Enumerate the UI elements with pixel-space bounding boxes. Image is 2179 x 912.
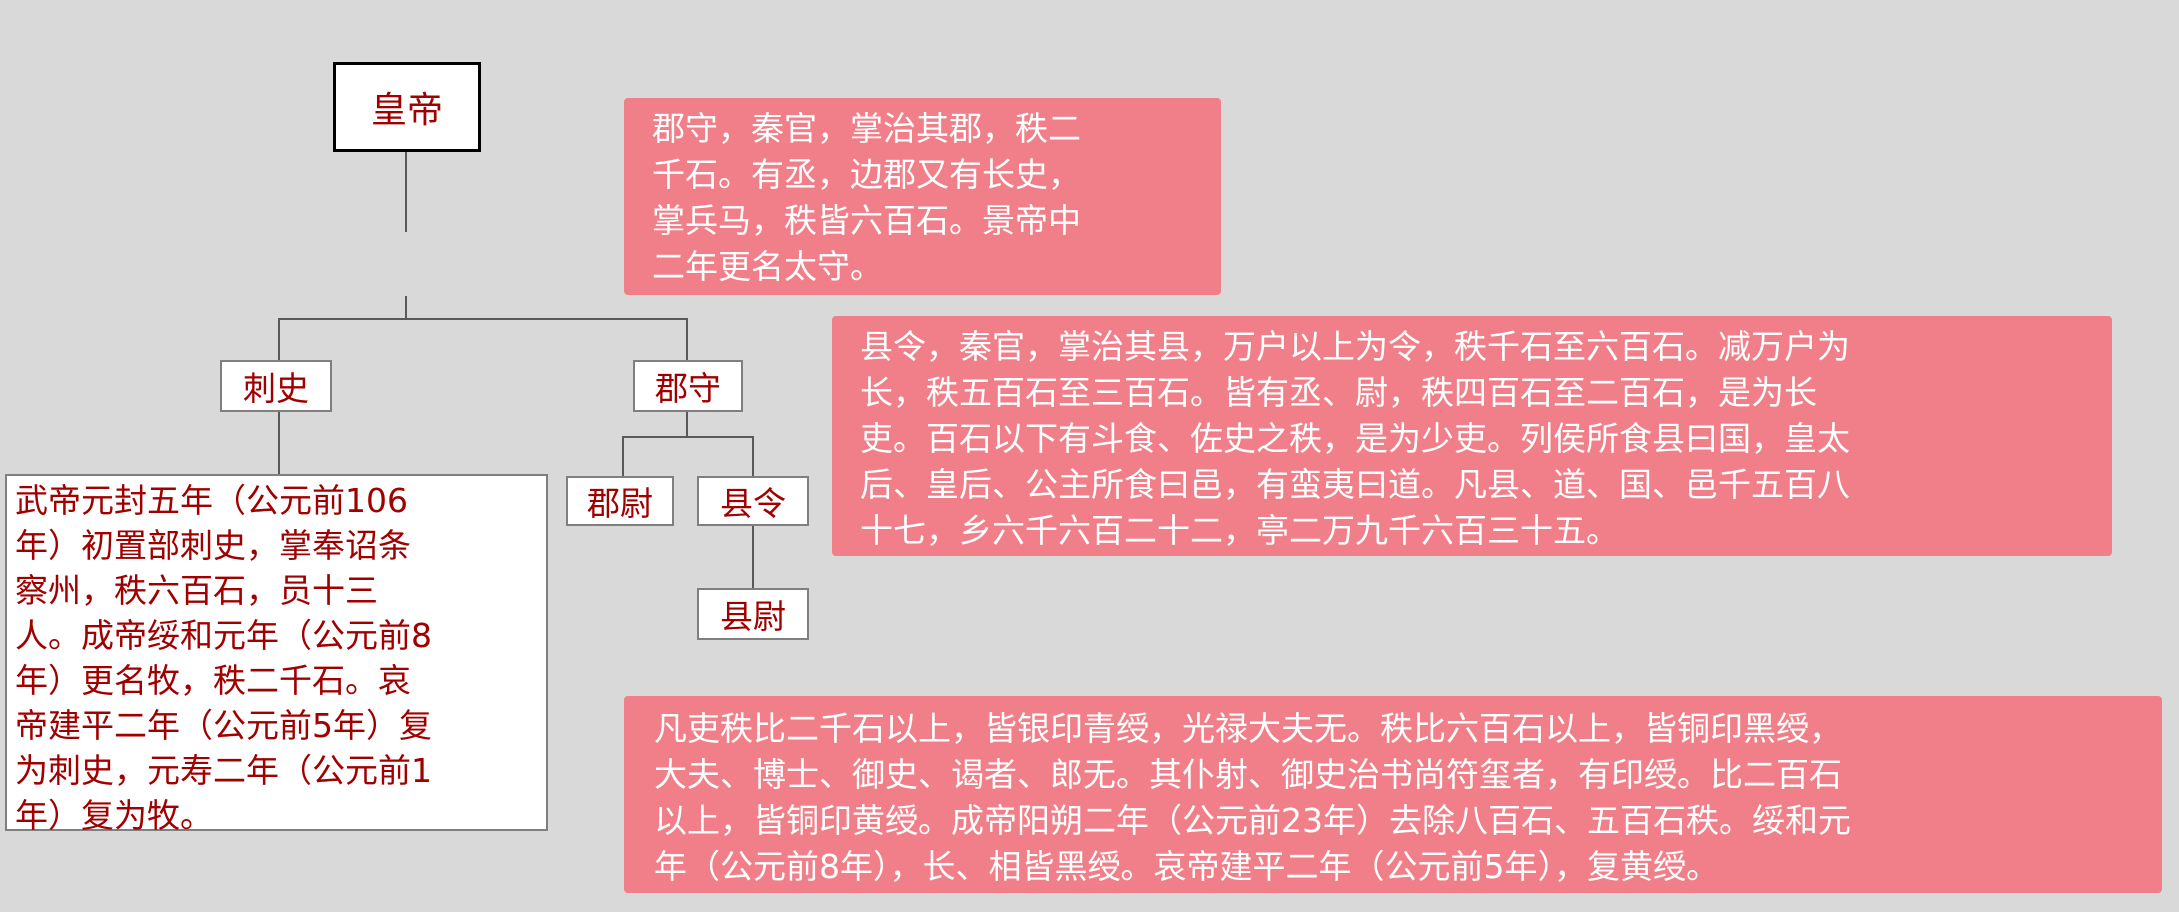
- node-xianling: 县令: [697, 476, 809, 526]
- note-cishi: 武帝元封五年（公元前106 年）初置部刺史，掌奉诏条 察州，秩六百石，员十三 人…: [5, 474, 548, 835]
- note-junshou: 郡守，秦官，掌治其郡，秩二 千石。有丞，边郡又有长史， 掌兵马，秩皆六百石。景帝…: [624, 98, 1221, 295]
- note-seals: 凡吏秩比二千石以上，皆银印青绶，光禄大夫无。秩比六百石以上，皆铜印黑绶， 大夫、…: [624, 696, 2162, 893]
- connector-emperor-down-2: [405, 296, 407, 318]
- connector-branch-horizontal: [278, 318, 688, 320]
- node-cishi: 刺史: [220, 360, 332, 412]
- connector-junshou-down: [686, 412, 688, 436]
- node-emperor: 皇帝: [333, 62, 481, 152]
- node-junwei: 郡尉: [566, 476, 674, 526]
- connector-sub-horizontal: [622, 436, 754, 438]
- connector-to-junshou: [686, 318, 688, 360]
- node-xianwei: 县尉: [697, 588, 809, 640]
- connector-to-xianwei: [752, 526, 754, 588]
- connector-to-junwei: [622, 436, 624, 476]
- connector-to-xianling: [752, 436, 754, 476]
- node-junshou: 郡守: [633, 360, 743, 412]
- connector-to-cishi: [278, 318, 280, 360]
- connector-emperor-down: [405, 152, 407, 232]
- connector-cishi-note: [278, 412, 280, 474]
- note-xianling: 县令，秦官，掌治其县，万户以上为令，秩千石至六百石。减万户为 长，秩五百石至三百…: [832, 316, 2112, 556]
